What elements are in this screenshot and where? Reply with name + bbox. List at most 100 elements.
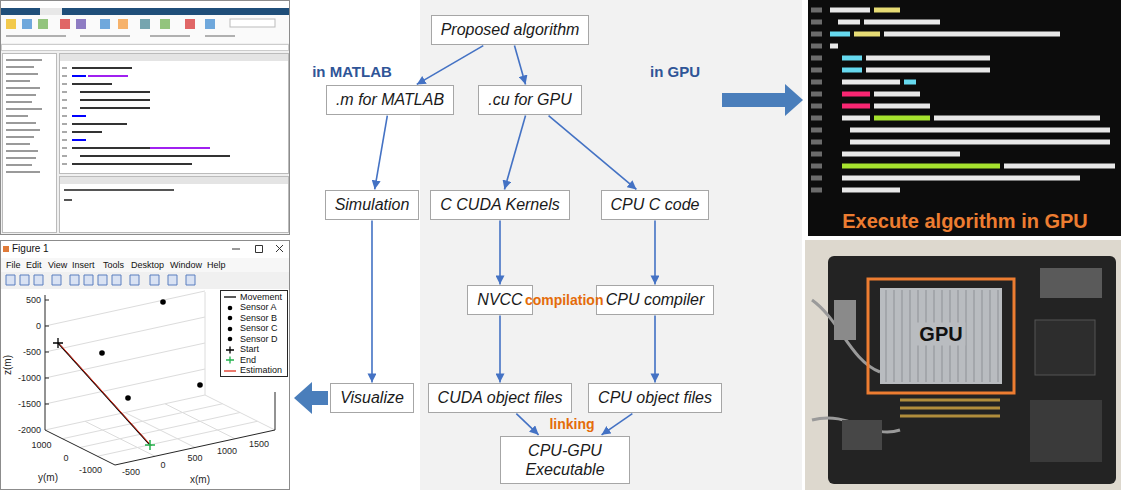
process-box: C CUDA Kernels xyxy=(430,190,569,219)
legend-text: Sensor D xyxy=(240,335,278,344)
legend-text: End xyxy=(240,356,256,365)
legend-line xyxy=(224,297,236,298)
board-photo xyxy=(880,288,1002,384)
box-text: CUDA object files xyxy=(438,388,563,407)
matlab-window xyxy=(160,19,170,29)
code-screenshot xyxy=(830,10,1115,190)
matlab-window xyxy=(60,54,289,174)
tick-label: 500 xyxy=(26,295,41,305)
legend-sample xyxy=(223,325,237,333)
window-title: Figure 1 xyxy=(12,243,49,255)
flow-panel xyxy=(420,0,802,490)
tick-label: 1000 xyxy=(217,445,237,455)
tick-label: 0 xyxy=(160,459,165,469)
legend-text: Sensor C xyxy=(240,324,278,333)
matlab-window xyxy=(6,60,42,172)
process-box: CPU object files xyxy=(588,383,722,412)
axis-title: y(m) xyxy=(38,472,58,484)
tick-label: -500 xyxy=(23,347,41,357)
menu-item: View xyxy=(48,260,67,270)
process-box: CUDA object files xyxy=(428,383,573,412)
matlab-window xyxy=(6,19,16,29)
chip-label: GPU xyxy=(916,323,965,346)
process-box: Visualize xyxy=(330,383,414,412)
tick-label: 500 xyxy=(187,452,202,462)
legend-row: End xyxy=(223,355,282,366)
box-text: .m for MATLAB xyxy=(336,90,444,109)
matlab-window xyxy=(1,1,290,235)
matlab-window xyxy=(230,19,275,27)
matlab-window xyxy=(60,19,70,29)
flow-arrow xyxy=(514,46,525,85)
process-box: Simulation xyxy=(325,190,420,219)
tick-label: -1500 xyxy=(18,399,41,409)
tick-label: -500 xyxy=(122,466,140,476)
tick-label: -2000 xyxy=(18,425,41,435)
process-box: Proposed algorithm xyxy=(431,15,590,44)
legend-row: Start xyxy=(223,345,282,356)
figure-window xyxy=(221,291,288,377)
figure-window xyxy=(6,275,195,285)
flow-arrow xyxy=(375,116,388,190)
section-label: in MATLAB xyxy=(312,63,392,80)
board-photo xyxy=(828,256,1116,484)
process-box: .m for MATLAB xyxy=(326,85,454,114)
figure-window xyxy=(1,289,289,489)
menu-item: Tools xyxy=(103,260,124,270)
legend-sample xyxy=(223,314,237,322)
legend-marker xyxy=(226,346,234,353)
flow-arrow xyxy=(417,46,484,85)
figure-window xyxy=(232,245,283,253)
axis-title: z(m) xyxy=(2,355,14,375)
code-screenshot xyxy=(808,0,1121,236)
code-screenshot xyxy=(842,94,870,106)
figure-window xyxy=(145,440,155,450)
board-photo xyxy=(1035,320,1095,375)
figure-window xyxy=(160,299,166,305)
step-label: linking xyxy=(549,416,594,432)
box-text: Simulation xyxy=(335,195,410,214)
box-text: C CUDA Kernels xyxy=(440,195,559,214)
board-photo xyxy=(834,300,856,340)
matlab-window xyxy=(72,76,86,140)
legend-text: Movement xyxy=(240,293,282,302)
legend-row: Movement xyxy=(223,292,282,303)
legend-row: Sensor A xyxy=(223,303,282,314)
matlab-window xyxy=(1,1,290,235)
process-box: CPU-GPU Executable xyxy=(500,436,630,484)
legend-row: Sensor D xyxy=(223,334,282,345)
legend-marker xyxy=(228,305,233,310)
flow-arrow xyxy=(602,414,633,435)
matlab-window xyxy=(76,19,86,29)
legend-sample xyxy=(223,335,237,343)
legend-text: Start xyxy=(240,345,259,354)
legend-marker xyxy=(228,337,233,342)
flow-arrow xyxy=(371,221,373,383)
legend-marker xyxy=(228,326,233,331)
legend-sample xyxy=(223,356,237,364)
legend-row: Estimation xyxy=(223,366,282,377)
legend-sample xyxy=(223,367,237,375)
gpu-arrow xyxy=(722,84,803,116)
flow-arrow xyxy=(654,316,656,383)
step-label: compilation xyxy=(525,292,604,308)
flow-arrow xyxy=(549,116,637,190)
menu-item: File xyxy=(6,260,21,270)
legend-row: Sensor B xyxy=(223,313,282,324)
matlab-window xyxy=(60,54,288,61)
menu-item: Edit xyxy=(26,260,42,270)
box-text: NVCC xyxy=(477,290,522,309)
flow-arrow xyxy=(499,316,501,383)
box-text: .cu for GPU xyxy=(488,90,572,109)
figure-window xyxy=(60,345,152,447)
matlab-window xyxy=(38,19,48,29)
matlab-window xyxy=(6,35,235,37)
matlab-window xyxy=(1,1,289,8)
menu-item: Window xyxy=(170,260,202,270)
box-text: CPU compiler xyxy=(606,290,705,309)
caption-label: Execute algorithm in GPU xyxy=(842,210,1088,233)
menu-item: Insert xyxy=(72,260,95,270)
figure-window xyxy=(1,258,289,272)
figure-window xyxy=(1,241,289,258)
